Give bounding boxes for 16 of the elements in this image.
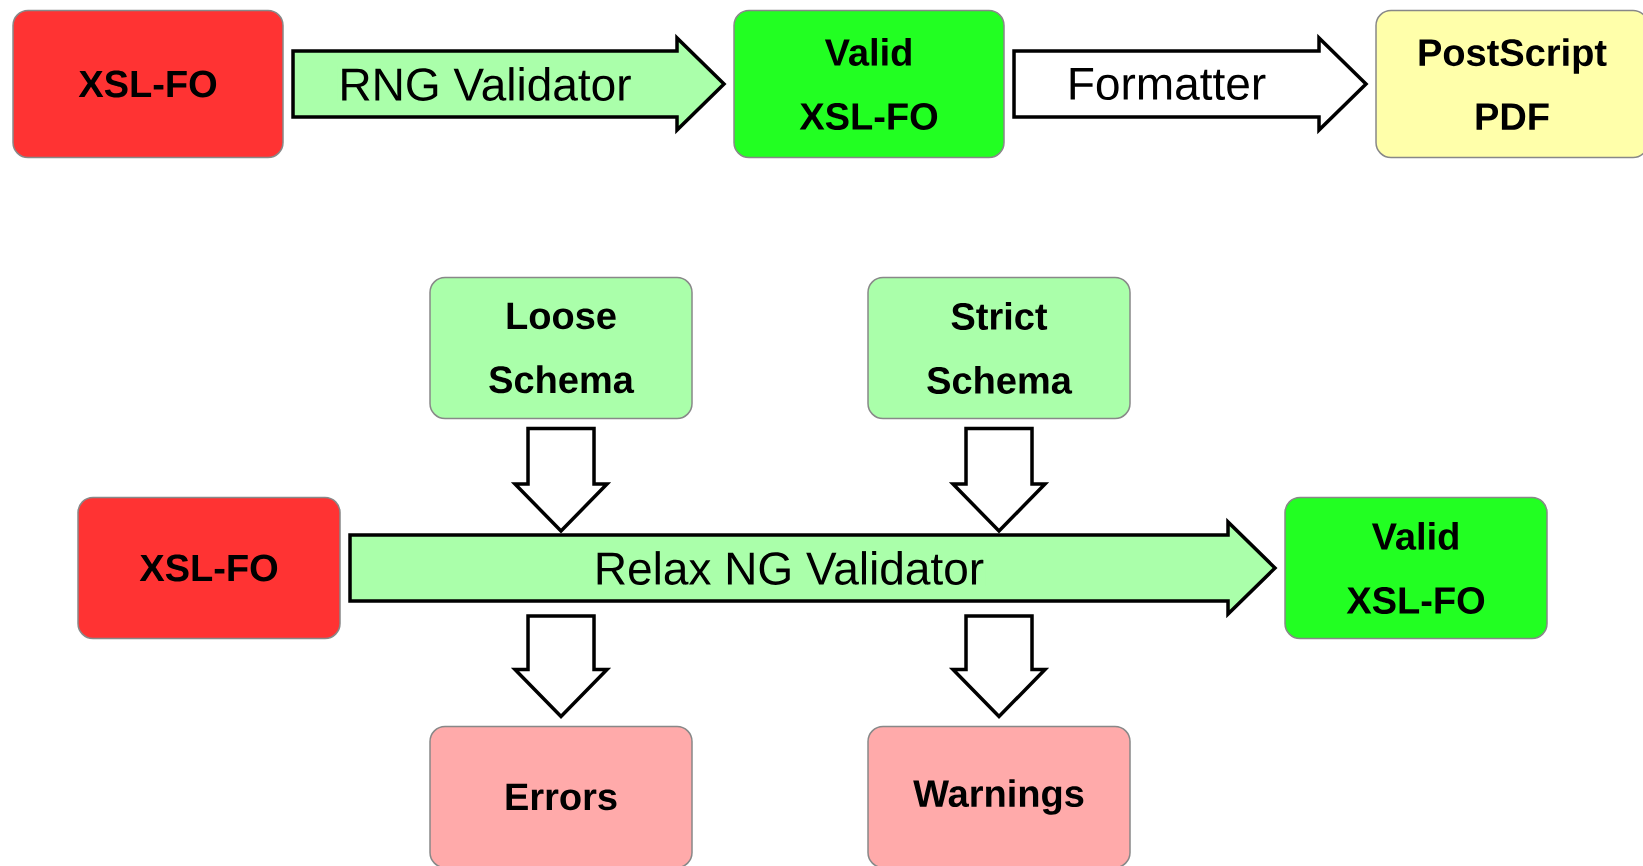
process-box: Valid XSL-FO [1284,496,1548,640]
process-box: Errors [429,725,693,866]
process-box: PostScript PDF [1375,9,1643,159]
arrow-label: Relax NG Validator [592,550,986,586]
process-box: XSL-FO [12,9,284,159]
block-arrow [510,614,612,719]
arrow-label: RNG Validator [337,66,633,102]
process-box: Warnings [867,725,1131,866]
process-box: Loose Schema [429,276,693,420]
process-box: Strict Schema [867,276,1131,420]
block-arrow [948,614,1050,719]
block-arrow [510,426,612,534]
block-arrow [948,426,1050,534]
process-box: Valid XSL-FO [733,9,1005,159]
arrow-label: Formatter [1065,66,1268,102]
process-box: XSL-FO [77,496,341,640]
